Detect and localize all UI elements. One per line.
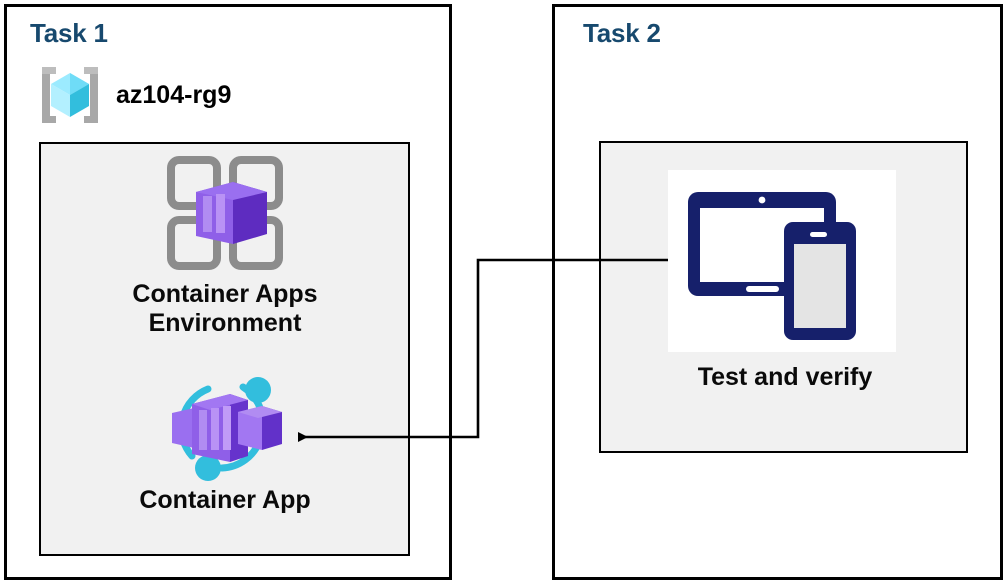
resource-group-header: az104-rg9	[36, 60, 231, 130]
test-and-verify-label: Test and verify	[697, 363, 873, 391]
node-container-apps-environment[interactable]: Container Apps Environment	[60, 152, 390, 337]
resource-group-label: az104-rg9	[116, 80, 232, 109]
task-2-title: Task 2	[583, 18, 661, 48]
resource-group-icon	[36, 63, 104, 127]
node-container-app[interactable]: Container App	[60, 368, 390, 515]
container-app-icon	[150, 368, 300, 481]
devices-tablet-phone-icon	[680, 170, 890, 345]
container-app-label: Container App	[139, 486, 311, 514]
container-apps-environment-icon	[163, 152, 287, 274]
container-apps-environment-label: Container Apps Environment	[132, 280, 318, 337]
node-test-and-verify[interactable]: Test and verify	[640, 170, 930, 392]
task-1-title: Task 1	[30, 18, 108, 48]
